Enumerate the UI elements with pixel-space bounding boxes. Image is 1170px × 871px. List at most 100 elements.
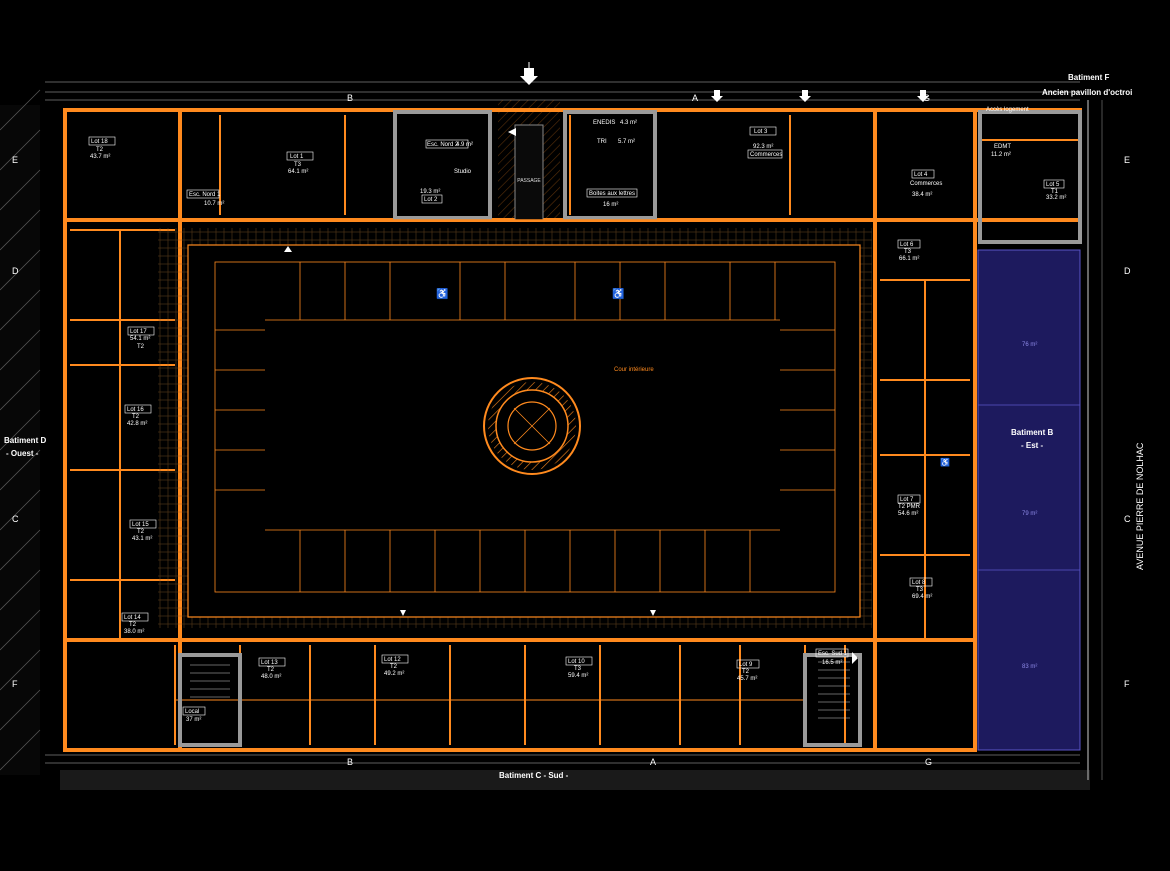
svg-text:Esc. Nord 1: Esc. Nord 1 [189, 192, 221, 198]
svg-text:Lot 2: Lot 2 [424, 197, 438, 203]
svg-text:45.7 m²: 45.7 m² [737, 676, 757, 682]
svg-text:T3: T3 [904, 249, 912, 255]
svg-text:4.9 m²: 4.9 m² [456, 142, 473, 148]
svg-text:F: F [12, 679, 18, 689]
svg-text:16 m²: 16 m² [603, 202, 618, 208]
building-west-sublabel: - Ouest - [6, 449, 39, 458]
svg-text:Lot 4: Lot 4 [914, 172, 928, 178]
svg-text:49.2 m²: 49.2 m² [384, 671, 404, 677]
svg-text:69.4 m²: 69.4 m² [912, 594, 932, 600]
svg-text:59.4 m²: 59.4 m² [568, 673, 588, 679]
svg-text:48.0 m²: 48.0 m² [261, 674, 281, 680]
svg-text:G: G [923, 93, 930, 103]
svg-text:T2: T2 [132, 414, 140, 420]
svg-text:A: A [692, 93, 698, 103]
svg-text:Boites aux lettres: Boites aux lettres [589, 191, 635, 197]
svg-text:EDMT: EDMT [994, 144, 1011, 150]
svg-text:Lot 10: Lot 10 [568, 659, 585, 665]
svg-text:♿: ♿ [940, 457, 950, 467]
svg-text:Lot 6: Lot 6 [900, 242, 914, 248]
svg-text:T1: T1 [1051, 189, 1059, 195]
courtyard-label: Cour intérieure [614, 367, 654, 373]
svg-text:Commerces: Commerces [750, 152, 782, 158]
svg-text:38.0 m²: 38.0 m² [124, 629, 144, 635]
svg-text:♿: ♿ [612, 287, 624, 300]
south-wing-labels: Lot 13 T2 48.0 m² Lot 12 T2 49.2 m² Lot … [182, 648, 849, 723]
street-label: AVENUE PIERRE DE NOLHAC [1135, 442, 1145, 570]
svg-text:19.3 m²: 19.3 m² [420, 189, 440, 195]
svg-text:♿: ♿ [436, 287, 448, 300]
svg-text:Esc. Nord 2: Esc. Nord 2 [427, 142, 459, 148]
svg-text:Lot 18: Lot 18 [91, 139, 108, 145]
svg-text:T2: T2 [267, 667, 275, 673]
svg-text:E: E [12, 155, 18, 165]
svg-text:54.1 m²: 54.1 m² [130, 336, 150, 342]
svg-text:Lot 5: Lot 5 [1046, 182, 1060, 188]
svg-text:T3: T3 [294, 162, 302, 168]
grid-row-labels: E E D D C C F F [12, 155, 1131, 689]
south-street-band [60, 770, 1090, 790]
svg-text:4.3 m²: 4.3 m² [620, 120, 637, 126]
svg-text:42.8 m²: 42.8 m² [127, 421, 147, 427]
svg-text:D: D [1124, 266, 1131, 276]
svg-text:16.5 m²: 16.5 m² [822, 660, 842, 666]
west-street-hatch [0, 89, 41, 775]
svg-text:Studio: Studio [454, 169, 472, 175]
building-east-sublabel: - Est - [1021, 441, 1044, 450]
east-annex [977, 249, 1081, 751]
svg-text:T2: T2 [96, 147, 104, 153]
svg-text:Esc. Sud 1: Esc. Sud 1 [818, 651, 848, 657]
svg-text:38.4 m²: 38.4 m² [912, 192, 932, 198]
svg-text:T3: T3 [574, 666, 582, 672]
svg-text:5.7 m²: 5.7 m² [618, 139, 635, 145]
svg-text:T2: T2 [137, 529, 145, 535]
svg-text:Lot 3: Lot 3 [754, 129, 768, 135]
svg-text:C: C [1124, 514, 1131, 524]
grid-col-labels: B A G B A G [347, 93, 932, 767]
svg-text:83 m²: 83 m² [1022, 664, 1037, 670]
svg-text:B: B [347, 757, 353, 767]
svg-text:B: B [347, 93, 353, 103]
building-north-label: Batiment F [1068, 73, 1109, 82]
svg-text:Lot 8: Lot 8 [912, 580, 926, 586]
north-wing-labels: Lot 1 T3 64.1 m² Esc. Nord 1 10.7 m² Esc… [186, 120, 1066, 208]
svg-text:T2: T2 [129, 622, 137, 628]
svg-text:T2: T2 [390, 664, 398, 670]
svg-text:T2: T2 [137, 344, 145, 350]
svg-text:Commerces: Commerces [910, 181, 942, 187]
passage-label: PASSAGE [517, 178, 541, 184]
svg-text:Lot 9: Lot 9 [739, 662, 753, 668]
passage: PASSAGE [498, 100, 560, 221]
svg-text:76 m²: 76 m² [1022, 342, 1037, 348]
svg-text:54.6 m²: 54.6 m² [898, 511, 918, 517]
building-north-sublabel: Ancien pavillon d'octroi [1042, 88, 1132, 97]
svg-text:E: E [1124, 155, 1130, 165]
top-dimensions [45, 81, 1080, 764]
svg-text:TRI: TRI [597, 139, 607, 145]
west-wing-labels: Lot 18 T2 43.7 m² Lot 17 54.1 m² T2 Lot … [88, 136, 157, 635]
svg-text:T3: T3 [916, 587, 924, 593]
svg-text:10.7 m²: 10.7 m² [204, 201, 224, 207]
svg-text:43.7 m²: 43.7 m² [90, 154, 110, 160]
east-wing-labels: Lot 6 T3 66.1 m² Lot 7 T2 PMR 54.6 m² Lo… [897, 239, 1037, 670]
svg-text:F: F [1124, 679, 1130, 689]
svg-text:79 m²: 79 m² [1022, 511, 1037, 517]
svg-text:Lot 7: Lot 7 [900, 497, 914, 503]
entrance-arrow-icon [284, 68, 929, 664]
svg-text:T2: T2 [742, 669, 750, 675]
svg-text:C: C [12, 514, 19, 524]
svg-text:66.1 m²: 66.1 m² [899, 256, 919, 262]
svg-text:Local: Local [185, 709, 199, 715]
svg-text:G: G [925, 757, 932, 767]
access-note: Accès logement [986, 107, 1029, 113]
courtyard: Cour intérieure [158, 219, 876, 641]
svg-text:64.1 m²: 64.1 m² [288, 169, 308, 175]
svg-text:33.2 m²: 33.2 m² [1046, 195, 1066, 201]
svg-text:37 m²: 37 m² [186, 717, 201, 723]
svg-text:Lot 14: Lot 14 [124, 615, 141, 621]
svg-text:Lot 16: Lot 16 [127, 407, 144, 413]
svg-text:43.1 m²: 43.1 m² [132, 536, 152, 542]
building-west-label: Batiment D [4, 436, 46, 445]
svg-text:Lot 15: Lot 15 [132, 522, 149, 528]
